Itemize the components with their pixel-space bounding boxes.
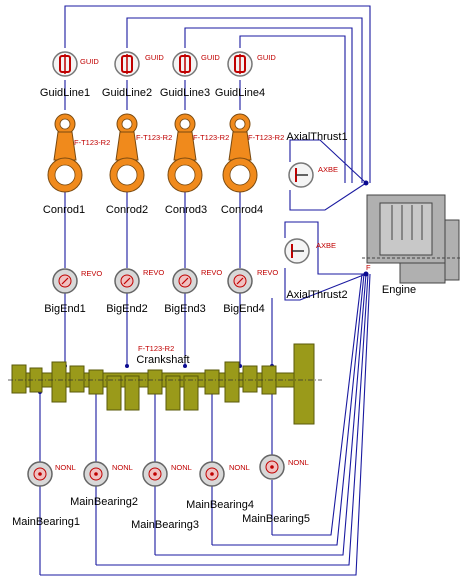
crankshaft-tag: F-T123-R2 [138, 344, 174, 353]
main-bearing-5[interactable]: NONL MainBearing5 [242, 454, 310, 525]
guide-line-1-tag: GUID [80, 57, 99, 66]
conrod-3-label: Conrod3 [165, 204, 207, 216]
main-bearing-1[interactable]: NONL MainBearing1 [12, 461, 80, 528]
axial-thrust-2[interactable]: AXBE AxialThrust2 [284, 238, 348, 301]
connection-wires [39, 5, 371, 576]
big-end-4[interactable]: REVO BigEnd4 [223, 268, 278, 315]
conrod-3[interactable]: F-T123-R2 Conrod3 [165, 113, 229, 216]
big-end-3-label: BigEnd3 [164, 303, 206, 315]
big-end-4-label: BigEnd4 [223, 303, 265, 315]
axial-thrust-1-tag: AXBE [318, 165, 338, 174]
main-bearing-3-label: MainBearing3 [131, 519, 199, 531]
guide-line-4-label: GuidLine4 [215, 87, 265, 99]
main-bearing-2-label: MainBearing2 [70, 496, 138, 508]
conrod-1-label: Conrod1 [43, 204, 85, 216]
big-end-2[interactable]: REVO BigEnd2 [106, 268, 164, 315]
main-bearing-1-tag: NONL [55, 463, 76, 472]
conrod-1[interactable]: F-T123-R2 Conrod1 [43, 113, 110, 216]
big-end-1-tag: REVO [81, 269, 102, 278]
main-bearing-2-tag: NONL [112, 463, 133, 472]
guide-line-2-tag: GUID [145, 53, 164, 62]
engine-label: Engine [382, 284, 416, 296]
crankshaft[interactable]: F-T123-R2 Crankshaft [8, 343, 322, 425]
engine[interactable]: F Engine [362, 194, 462, 296]
conrod-2-label: Conrod2 [106, 204, 148, 216]
axial-thrust-1-label: AxialThrust1 [286, 131, 347, 143]
guide-line-3-tag: GUID [201, 53, 220, 62]
engine-port-label: F [366, 263, 371, 272]
conrod-2-tag: F-T123-R2 [136, 133, 172, 142]
guide-line-2-label: GuidLine2 [102, 87, 152, 99]
conrod-4-label: Conrod4 [221, 204, 263, 216]
main-bearing-5-tag: NONL [288, 458, 309, 467]
big-end-2-tag: REVO [143, 268, 164, 277]
conrod-3-tag: F-T123-R2 [193, 133, 229, 142]
main-bearing-5-label: MainBearing5 [242, 513, 310, 525]
crankshaft-label: Crankshaft [136, 354, 189, 366]
big-end-4-tag: REVO [257, 268, 278, 277]
guide-line-1[interactable]: GUID GuidLine1 [40, 51, 99, 99]
guide-line-1-label: GuidLine1 [40, 87, 90, 99]
conrod-4-tag: F-T123-R2 [248, 133, 284, 142]
big-end-3[interactable]: REVO BigEnd3 [164, 268, 222, 315]
guide-line-4-tag: GUID [257, 53, 276, 62]
guide-line-4[interactable]: GUID GuidLine4 [215, 51, 276, 99]
guide-line-3-label: GuidLine3 [160, 87, 210, 99]
big-end-2-label: BigEnd2 [106, 303, 148, 315]
guide-line-3[interactable]: GUID GuidLine3 [160, 51, 220, 99]
main-bearing-2[interactable]: NONL MainBearing2 [70, 461, 138, 508]
main-bearing-4-label: MainBearing4 [186, 499, 254, 511]
axial-thrust-2-tag: AXBE [316, 241, 336, 250]
big-end-1-label: BigEnd1 [44, 303, 86, 315]
main-bearing-1-label: MainBearing1 [12, 516, 80, 528]
conrod-2[interactable]: F-T123-R2 Conrod2 [106, 113, 172, 216]
conrod-4[interactable]: F-T123-R2 Conrod4 [221, 113, 284, 216]
conrod-1-tag: F-T123-R2 [74, 138, 110, 147]
guide-line-2[interactable]: GUID GuidLine2 [102, 51, 164, 99]
big-end-1[interactable]: REVO BigEnd1 [44, 268, 102, 315]
main-bearing-4-tag: NONL [229, 463, 250, 472]
main-bearing-3[interactable]: NONL MainBearing3 [131, 461, 199, 531]
big-end-3-tag: REVO [201, 268, 222, 277]
axial-thrust-1[interactable]: AXBE AxialThrust1 [286, 131, 348, 188]
axial-thrust-2-label: AxialThrust2 [286, 289, 347, 301]
main-bearing-3-tag: NONL [171, 463, 192, 472]
main-bearing-4[interactable]: NONL MainBearing4 [186, 461, 254, 511]
